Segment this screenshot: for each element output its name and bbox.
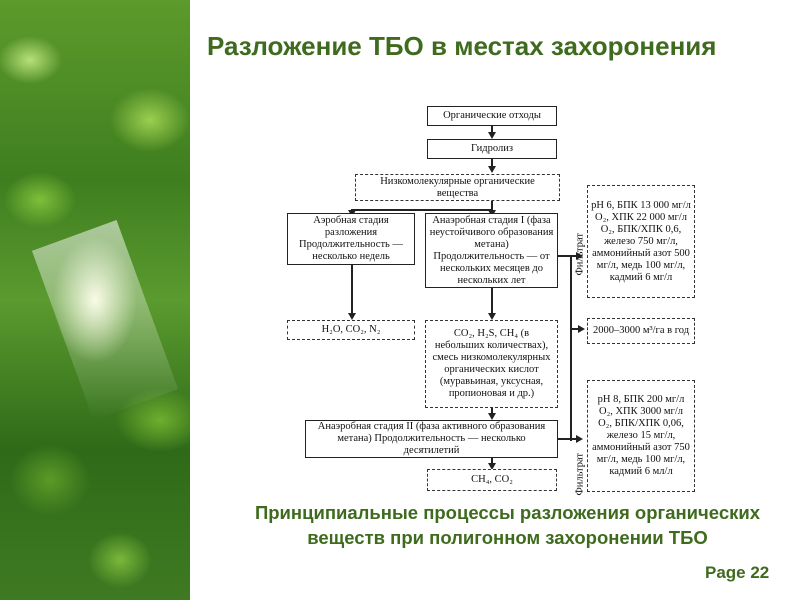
connector	[570, 255, 572, 441]
anaerobic-1-products-box: CO₂, H₂S, CH₄ (в небольших количествах),…	[425, 320, 558, 408]
connector	[351, 209, 492, 211]
sunlight-ray	[32, 220, 178, 420]
anaerobic-stage-2-box: Анаэробная стадия II (фаза активного обр…	[305, 420, 558, 458]
filtrate-label-2: Фильтрат	[575, 436, 586, 496]
arrow-right	[578, 325, 585, 333]
hydrolysis-box: Гидролиз	[427, 139, 557, 159]
slide-caption: Принципиальные процессы разложения орган…	[240, 500, 775, 550]
filtrate-1-params-box: рН 6, БПК 13 000 мг/л O₂, ХПК 22 000 мг/…	[587, 185, 695, 298]
arrow-down	[488, 166, 496, 173]
aerobic-stage-box: Аэробная стадия разложения Продолжительн…	[287, 213, 415, 265]
arrow-down	[348, 313, 356, 320]
aerobic-products-box: H₂O, CO₂, N₂	[287, 320, 415, 340]
arrow-right	[576, 252, 583, 260]
arrow-down	[488, 132, 496, 139]
filtrate-label-1: Фильтрат	[575, 216, 586, 276]
arrow-down	[488, 413, 496, 420]
connector	[558, 255, 578, 257]
anaerobic-2-products-box: CH₄, CO₂	[427, 469, 557, 491]
connector	[351, 265, 353, 315]
page-number: Page 22	[705, 563, 769, 583]
filtrate-2-params-box: рН 8, БПК 200 мг/л O₂, ХПК 3000 мг/л O₂,…	[587, 380, 695, 492]
leaf-background-image	[0, 0, 190, 600]
slide-title: Разложение ТБО в местах захоронения	[207, 30, 767, 62]
low-molecular-box: Низкомолекулярные органические вещества	[355, 174, 560, 201]
connector	[491, 288, 493, 315]
anaerobic-stage-1-box: Анаэробная стадия I (фаза неустойчивого …	[425, 213, 558, 288]
organic-waste-box: Органические отходы	[427, 106, 557, 126]
volume-box: 2000–3000 м³/га в год	[587, 318, 695, 344]
decomposition-diagram: Органические отходы Гидролиз Низкомолеку…	[285, 100, 700, 495]
arrow-down	[488, 313, 496, 320]
